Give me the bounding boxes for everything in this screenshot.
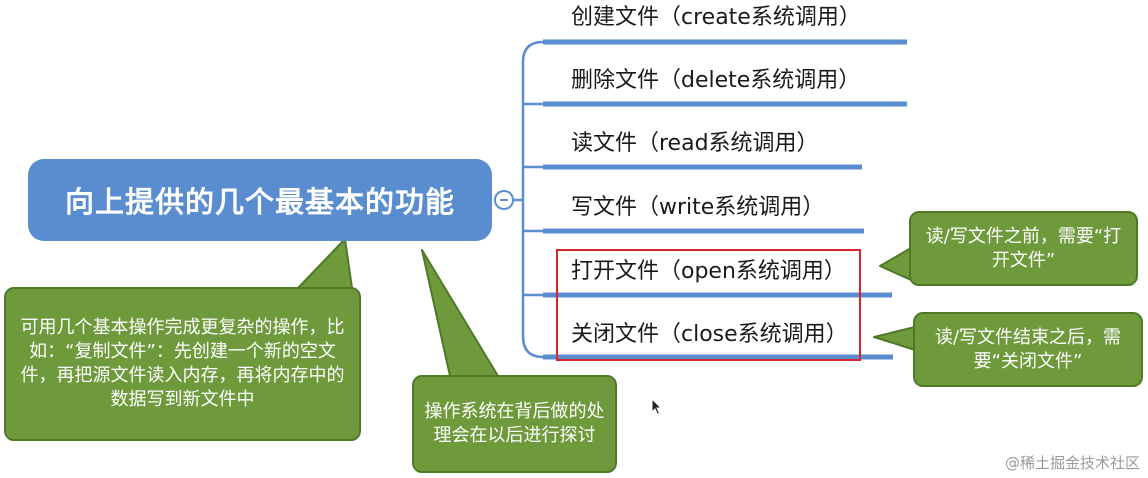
branch-open-file[interactable]: 打开文件（open系统调用）	[571, 259, 846, 284]
callout-pointer-before-rw	[879, 247, 912, 281]
branch-read-file[interactable]: 读文件（read系统调用）	[571, 131, 819, 156]
open-close-highlight-box	[556, 249, 861, 361]
callout-copy-example-text: 可用几个基本操作完成更复杂的操作，比如：“复制文件”：先创建一个新的空文件，再把…	[20, 317, 345, 410]
watermark: @稀土掘金技术社区	[1004, 454, 1140, 472]
callout-os-background[interactable]: 操作系统在背后做的处理会在以后进行探讨	[412, 375, 617, 473]
callout-os-background-text: 操作系统在背后做的处理会在以后进行探讨	[424, 401, 605, 446]
callout-after-rw-text: 读/写文件结束之后，需要“关闭文件”	[934, 326, 1122, 372]
branch-create-file[interactable]: 创建文件（create系统调用）	[571, 5, 861, 30]
mouse-cursor-icon	[651, 398, 663, 416]
callout-pointer-os-background	[421, 249, 499, 377]
callout-before-rw-text: 读/写文件之前，需要“打开文件”	[925, 225, 1122, 271]
callout-pointer-after-rw	[873, 326, 916, 351]
callout-copy-example[interactable]: 可用几个基本操作完成更复杂的操作，比如：“复制文件”：先创建一个新的空文件，再把…	[4, 287, 361, 441]
callout-after-rw[interactable]: 读/写文件结束之后，需要“关闭文件”	[913, 312, 1143, 387]
callout-before-rw[interactable]: 读/写文件之前，需要“打开文件”	[909, 211, 1138, 286]
branch-close-file[interactable]: 关闭文件（close系统调用）	[571, 322, 848, 347]
collapse-icon[interactable]	[494, 190, 514, 210]
root-node[interactable]: 向上提供的几个最基本的功能	[28, 159, 492, 241]
branch-delete-file[interactable]: 删除文件（delete系统调用）	[571, 68, 861, 93]
root-node-label: 向上提供的几个最基本的功能	[64, 185, 455, 219]
callout-pointer-copy-example	[297, 238, 353, 289]
branch-write-file[interactable]: 写文件（write系统调用）	[571, 195, 825, 220]
